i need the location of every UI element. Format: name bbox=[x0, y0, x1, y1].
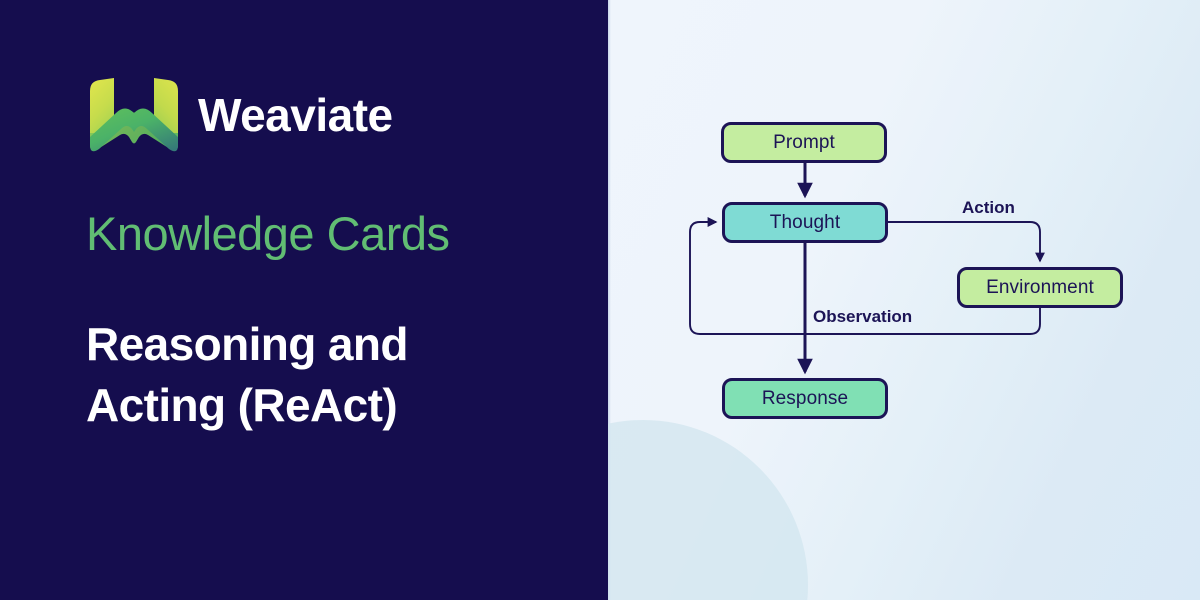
page-title-line-1: Reasoning and bbox=[86, 318, 409, 370]
weaviate-w-logo-icon bbox=[90, 78, 178, 152]
node-prompt[interactable]: Prompt bbox=[721, 122, 887, 163]
panel-divider bbox=[608, 0, 611, 600]
page-title-line-2: Acting (ReAct) bbox=[86, 378, 398, 431]
edge-label-observation: Observation bbox=[813, 307, 913, 326]
left-panel: Weaviate Knowledge Cards Reasoning and A… bbox=[86, 76, 450, 435]
brand-lockup: Weaviate bbox=[86, 76, 393, 156]
node-thought[interactable]: Thought bbox=[722, 202, 888, 243]
right-panel: Prompt Thought Environment Response Acti… bbox=[608, 0, 1200, 600]
react-flow-diagram bbox=[689, 163, 1045, 375]
eyebrow-label: Knowledge Cards bbox=[86, 207, 450, 260]
node-environment[interactable]: Environment bbox=[957, 267, 1123, 308]
edge-thought-to-environment bbox=[888, 221, 1045, 263]
page-title: Reasoning and Acting (ReAct) bbox=[86, 314, 409, 435]
edge-environment-to-thought bbox=[689, 217, 1041, 335]
brand-wordmark: Weaviate bbox=[198, 89, 393, 141]
edge-label-action: Action bbox=[962, 198, 1015, 217]
node-response[interactable]: Response bbox=[722, 378, 888, 419]
